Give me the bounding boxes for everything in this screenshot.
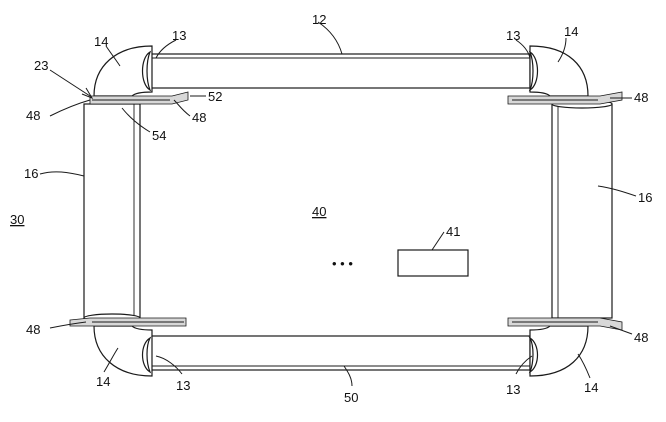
- pad-top-right: [507, 91, 623, 105]
- label-bottom-tube: 50: [344, 390, 358, 405]
- elbow-bottom-left: [93, 325, 153, 377]
- sleeve-bottom-left: [141, 336, 152, 374]
- ellipsis-dots: • • •: [332, 256, 353, 271]
- label-sleeve-bottom-right: 13: [506, 382, 520, 397]
- label-pad-bottom-right: 48: [634, 330, 648, 345]
- label-top-tube: 12: [312, 12, 326, 27]
- label-pad-top-left-outer: 48: [26, 108, 40, 123]
- label-sleeve-top-left: 13: [172, 28, 186, 43]
- label-elbow-top-right: 14: [564, 24, 578, 39]
- pad-top-left: [89, 91, 189, 105]
- reference-numerals: 12 13 13 13 13 14 14 14 14 16 16 23 30 4…: [10, 12, 652, 405]
- label-joint: 23: [34, 58, 48, 73]
- elbow-top-left: [93, 45, 153, 97]
- label-elbow-bottom-left: 14: [96, 374, 110, 389]
- label-seal: 54: [152, 128, 166, 143]
- leader-lines: [39, 21, 637, 387]
- bottom-tube: [149, 335, 531, 371]
- label-left-post: 16: [24, 166, 38, 181]
- sleeve-top-right: [528, 50, 539, 92]
- elbow-top-right: [528, 45, 589, 97]
- left-post: [83, 103, 141, 323]
- sleeve-top-left: [141, 50, 152, 92]
- right-post: [551, 99, 613, 319]
- label-elbow-bottom-right: 14: [584, 380, 598, 395]
- label-pad-top-right: 48: [634, 90, 648, 105]
- label-pad-bottom-left: 48: [26, 322, 40, 337]
- label-lip: 52: [208, 89, 222, 104]
- module-box: [397, 249, 469, 277]
- elbow-bottom-right: [528, 325, 589, 377]
- sleeve-bottom-right: [528, 336, 539, 374]
- label-sleeve-bottom-left: 13: [176, 378, 190, 393]
- label-sleeve-top-right: 13: [506, 28, 520, 43]
- label-module: 41: [446, 224, 460, 239]
- label-elbow-top-left: 14: [94, 34, 108, 49]
- pad-bottom-left: [69, 317, 187, 327]
- label-interior: 40: [312, 204, 326, 219]
- label-assembly: 30: [10, 212, 24, 227]
- top-tube: [149, 53, 531, 89]
- label-pad-top-left-inner: 48: [192, 110, 206, 125]
- label-right-post: 16: [638, 190, 652, 205]
